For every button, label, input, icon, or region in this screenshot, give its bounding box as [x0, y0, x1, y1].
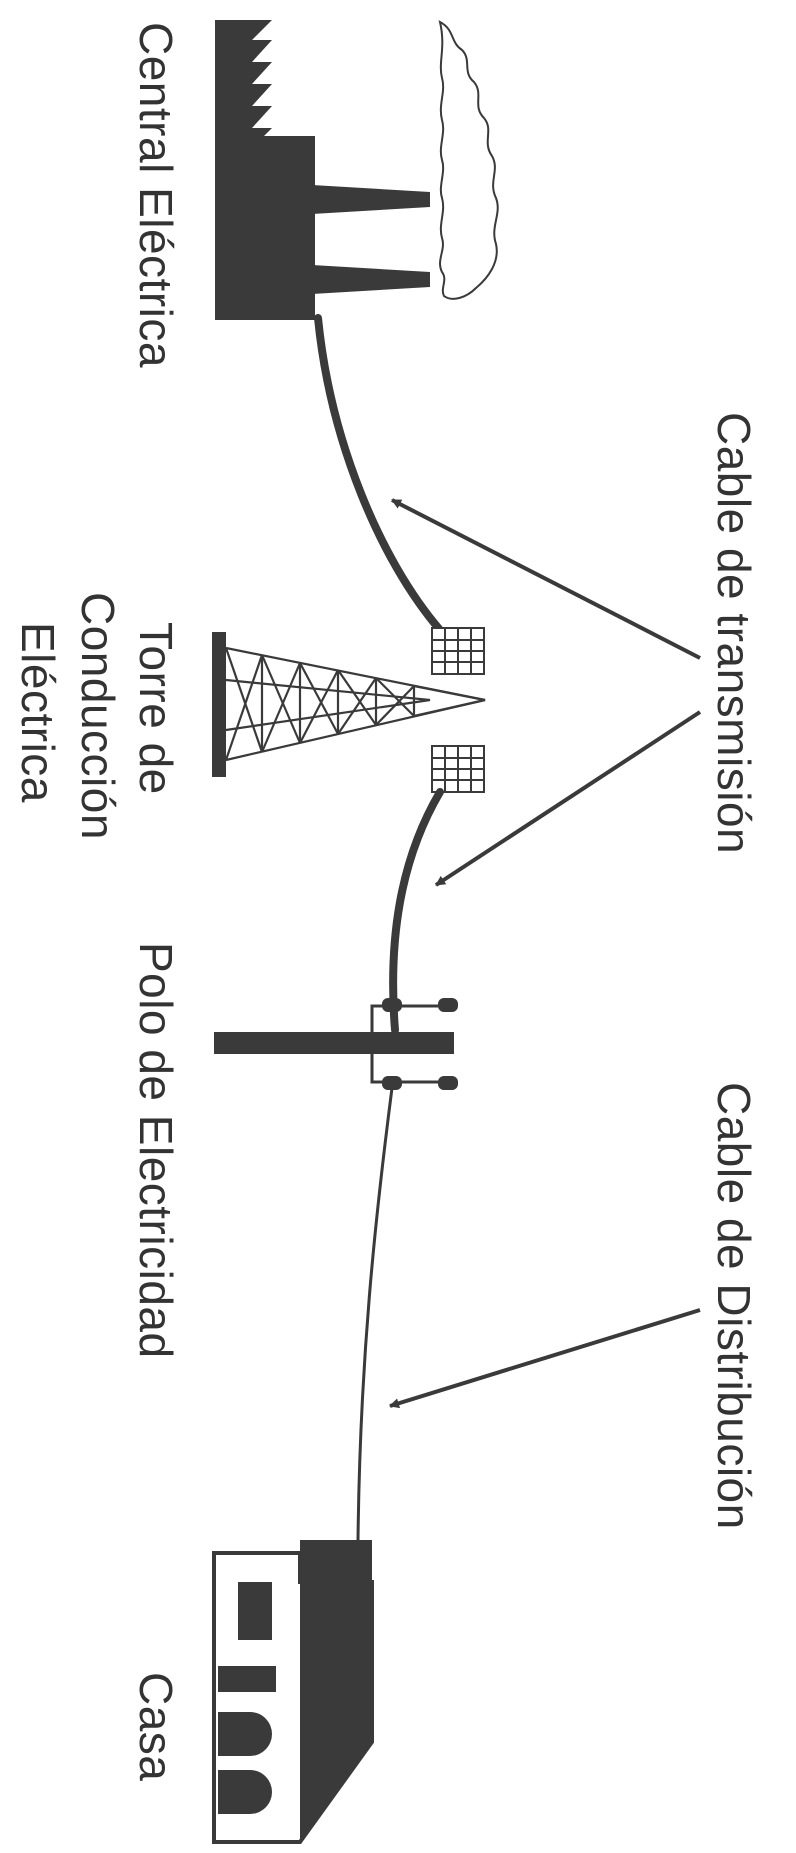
- house-arch-window: [218, 1712, 272, 1756]
- label-tower-line2: Conducción: [72, 592, 124, 840]
- house-window-2: [218, 1666, 276, 1692]
- tower-inner-legs: [225, 678, 431, 732]
- factory-roof: [215, 20, 272, 138]
- transmission-cable-segment-1: [314, 314, 444, 634]
- distribution-cable: [356, 1087, 394, 1541]
- label-transmission-cable: Cable de transmisión: [708, 412, 760, 854]
- label-pole: Polo de Electricidad: [130, 942, 182, 1359]
- chimney-bottom: [312, 265, 430, 294]
- pole-bracket-bottom: [370, 1054, 440, 1084]
- transmission-cable-segment-2: [389, 788, 444, 1034]
- insulator: [438, 998, 458, 1012]
- power-plant-icon: [215, 20, 430, 320]
- label-house: Casa: [130, 1672, 182, 1781]
- insulator: [438, 1076, 458, 1090]
- label-power-plant: Central Eléctrica: [130, 22, 182, 368]
- label-tower-line1: Torre de: [130, 622, 182, 795]
- arrow-transmission-1: [391, 498, 701, 660]
- label-tower-line3: Eléctrica: [12, 622, 64, 803]
- arrow-transmission-2: [434, 710, 702, 887]
- house-arch-window: [218, 1770, 272, 1814]
- tower-base: [212, 632, 226, 777]
- arrow-distribution: [389, 1308, 701, 1409]
- transmission-tower-icon: [212, 627, 486, 793]
- pole-shaft: [214, 1032, 454, 1054]
- tower-lattice: [224, 647, 486, 761]
- house-window: [238, 1582, 272, 1640]
- tower-crossarm-top: [431, 627, 485, 675]
- insulator: [382, 998, 402, 1012]
- label-distribution-cable: Cable de Distribución: [708, 1082, 760, 1530]
- house-roof: [300, 1540, 372, 1842]
- chimney-top: [312, 185, 430, 214]
- pole-bracket-top: [370, 1004, 440, 1032]
- smoke-cloud-icon: [438, 20, 499, 300]
- utility-pole-icon: [214, 998, 458, 1090]
- factory-body: [215, 136, 315, 320]
- tower-crossarm-bottom: [431, 745, 485, 793]
- insulator: [382, 1076, 402, 1090]
- house-icon: [212, 1540, 374, 1844]
